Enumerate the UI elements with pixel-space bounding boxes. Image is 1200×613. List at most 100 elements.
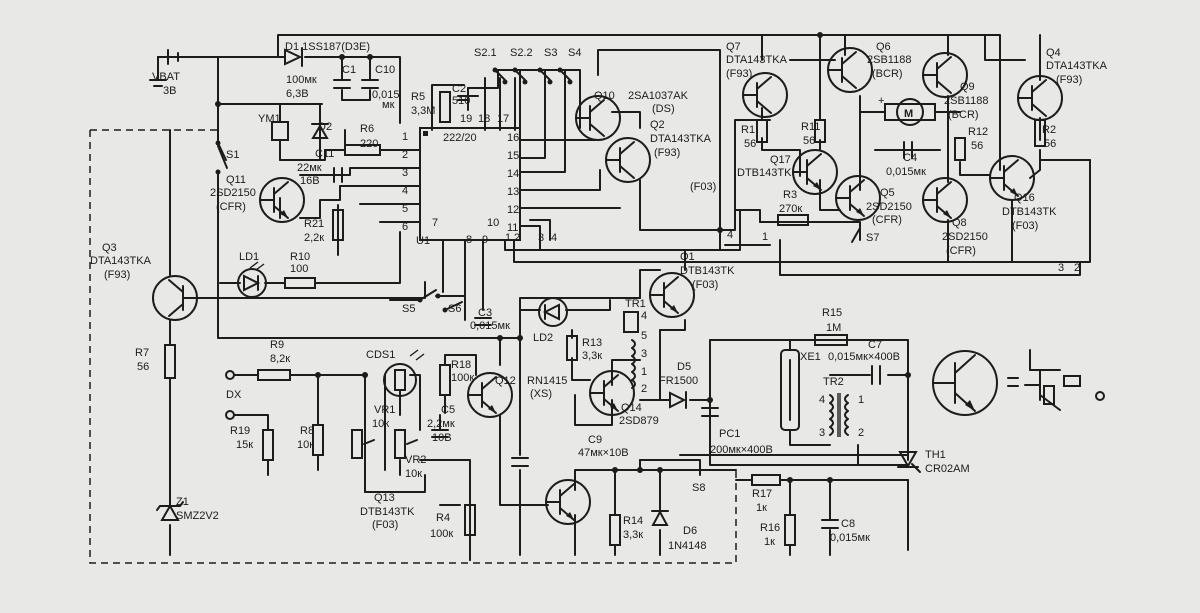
resistor-r1: [756, 119, 768, 143]
resistor-r21: [332, 209, 344, 241]
switch-s7: [851, 227, 861, 243]
label-cfra: (CFR): [216, 201, 246, 213]
transistor-q9: [922, 52, 968, 98]
label-q13: Q13: [374, 492, 395, 504]
diode-d2: [311, 123, 329, 139]
label-c4: C4: [903, 152, 917, 164]
transformer-tr2: [829, 393, 849, 437]
capacitor-c11: [333, 167, 343, 183]
label-22mk: 22мк: [297, 162, 322, 174]
input-terminal-dx: [225, 410, 235, 420]
label-82k: 8,2к: [270, 353, 290, 365]
label-dta143tka-q4: DTA143TKA: [1046, 60, 1108, 72]
label-q2: Q2: [650, 119, 665, 131]
label-p4b: 4: [551, 232, 557, 244]
label-dx: DX: [226, 389, 242, 401]
label-r10: R10: [290, 251, 310, 263]
battery-vbat: [149, 49, 179, 87]
label-d6: D6: [683, 525, 697, 537]
resistor-r9: [257, 369, 291, 381]
label-270k: 270к: [779, 203, 802, 215]
label-q12: Q12: [495, 375, 516, 387]
label-r17: R17: [752, 488, 772, 500]
label-c10: C10: [375, 64, 395, 76]
label-p6: 6: [402, 221, 408, 233]
transistor-q4: [1017, 75, 1063, 121]
resistor-r4: [464, 504, 476, 536]
label-r18: R18: [451, 359, 471, 371]
label-p5: 5: [402, 203, 408, 215]
label-p15: 15: [507, 150, 519, 162]
label-tr1-4: 4: [641, 310, 647, 322]
switch-s4: [557, 67, 573, 85]
label-1k-r17: 1к: [756, 502, 767, 514]
label-tr1-3: 3: [641, 348, 647, 360]
resistor-r7: [164, 344, 176, 379]
label-0015mk-c4: 0,015мк: [886, 166, 926, 178]
transistor-q5: [835, 175, 881, 221]
label-s7: S7: [866, 232, 879, 244]
label-s6: S6: [448, 303, 461, 315]
label-dtb143tk-q16: DTB143TK: [1002, 206, 1057, 218]
transistor-q8: [922, 177, 968, 223]
switch-s3: [537, 67, 553, 85]
label-f03-q13: (F03): [372, 519, 398, 531]
label-z1: Z1: [176, 496, 189, 508]
transistor-q14: [589, 370, 635, 416]
label-c3: C3: [478, 307, 492, 319]
label-mk: мк: [382, 99, 395, 111]
label-f93-q7: (F93): [726, 68, 752, 80]
capacitor-c7: [871, 365, 881, 385]
label-p14: 14: [507, 168, 519, 180]
resistor-r6: [344, 144, 381, 156]
label-q11: Q11: [226, 174, 246, 186]
label-r8: R8: [300, 425, 314, 437]
capacitor-c1: [333, 79, 351, 89]
label-q7: Q7: [726, 41, 741, 53]
label-tr2: TR2: [823, 376, 844, 388]
label-2sd2150-q5: 2SD2150: [866, 201, 912, 213]
label-0015mk400b: 0,015мк×400B: [828, 351, 900, 363]
label-s8: S8: [692, 482, 705, 494]
photoresistor-cds1: [383, 349, 425, 397]
label-200mk: 200мк×400B: [710, 444, 773, 456]
label-smz2v2: SMZ2V2: [176, 510, 219, 522]
ic-u1: [419, 127, 521, 241]
label-d5: D5: [677, 361, 691, 373]
label-38: 3B: [163, 85, 176, 97]
transistor-q7: [742, 72, 788, 118]
diode-d6: [651, 509, 669, 526]
label-s4: S4: [568, 47, 581, 59]
resistor-r3: [777, 214, 809, 226]
label-ic: 222/20: [443, 132, 477, 144]
transistor-q13: [545, 479, 591, 525]
label-vr2: VR2: [405, 454, 426, 466]
junction-dots: [215, 32, 911, 483]
label-n3: 3: [1058, 262, 1064, 274]
label-vbat: VBAT: [152, 71, 180, 83]
label-1n4148: 1N4148: [668, 540, 707, 552]
label-c8: C8: [841, 518, 855, 530]
switch-s5: [417, 289, 441, 303]
resistor-r19: [262, 429, 274, 461]
label-p12: 12: [507, 204, 519, 216]
label-tr1: TR1: [625, 298, 646, 310]
label-63b: 6,3B: [286, 88, 309, 100]
transistor-q2: [605, 137, 651, 183]
label-q9: Q9: [960, 81, 975, 93]
label-1k-r16: 1к: [764, 536, 775, 548]
transistor-q6: [827, 47, 873, 93]
label-q1: Q1: [680, 251, 695, 263]
label-0015mk: 0,015: [372, 89, 400, 101]
resistor-r12: [954, 137, 966, 161]
label-cr02am: CR02AM: [925, 463, 970, 475]
potentiometer-vr1: [351, 429, 375, 459]
label-r1: R1: [741, 124, 755, 136]
label-p2b: 2: [514, 232, 520, 244]
label-r5: R5: [411, 91, 425, 103]
label-cfr-q8: (CFR): [946, 245, 976, 257]
label-2sd2150-q8: 2SD2150: [942, 231, 988, 243]
label-s21: S2.1: [474, 47, 497, 59]
